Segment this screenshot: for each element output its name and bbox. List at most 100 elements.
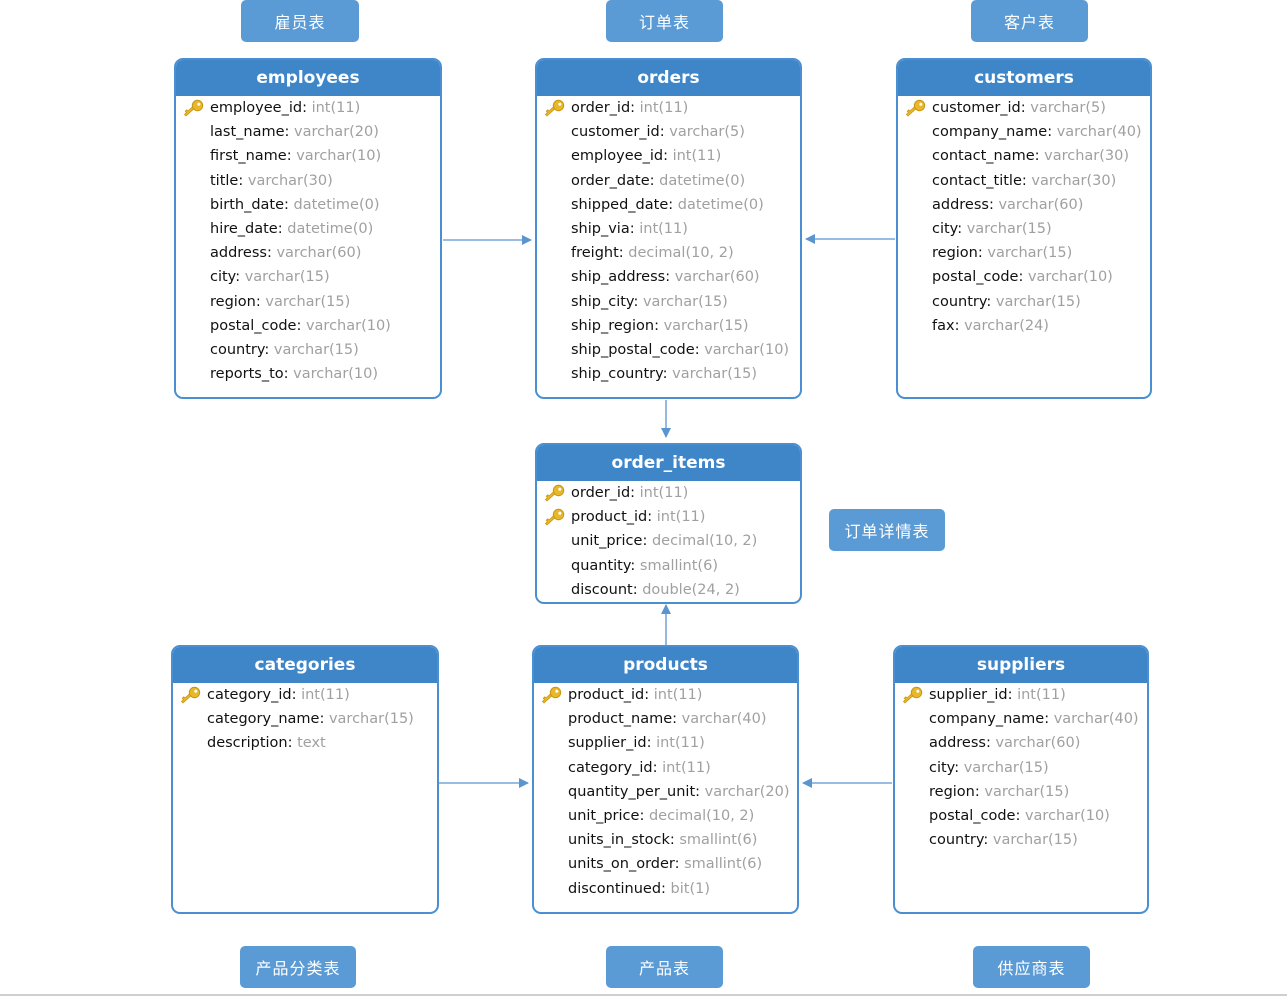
field-name: units_on_order bbox=[568, 856, 675, 873]
field-separator: : bbox=[1007, 687, 1018, 703]
table-customers: customers customer_id: varchar(5)company… bbox=[896, 58, 1152, 399]
field-separator: : bbox=[287, 735, 298, 752]
field-type: int(11) bbox=[639, 220, 688, 237]
field-row: fax: varchar(24) bbox=[898, 314, 1150, 338]
field-name: city bbox=[929, 759, 955, 776]
field-name: order_id bbox=[571, 100, 631, 116]
field-separator: : bbox=[647, 509, 657, 526]
field-type: varchar(24) bbox=[964, 317, 1049, 334]
field-name: city bbox=[932, 220, 958, 237]
field-row: supplier_id: int(11) bbox=[534, 731, 797, 755]
field-row: category_id: int(11) bbox=[534, 756, 797, 780]
field-separator: : bbox=[954, 317, 965, 334]
field-separator: : bbox=[669, 832, 680, 849]
field-name: postal_code bbox=[929, 807, 1016, 824]
field-type: int(11) bbox=[311, 100, 361, 116]
field-type: int(11) bbox=[639, 485, 689, 501]
field-separator: : bbox=[291, 687, 302, 703]
field-list: category_id: int(11)category_name: varch… bbox=[173, 683, 437, 756]
field-type: varchar(10) bbox=[1027, 269, 1113, 286]
field-type: text bbox=[297, 735, 326, 752]
field-name: country bbox=[210, 341, 265, 358]
field-list: order_id: int(11)product_id: int(11)unit… bbox=[537, 481, 800, 602]
field-name: country bbox=[929, 832, 984, 849]
field-type: bit(1) bbox=[670, 880, 711, 897]
field-row: company_name: varchar(40) bbox=[898, 120, 1150, 144]
field-separator: : bbox=[1015, 807, 1025, 824]
field-separator: : bbox=[639, 807, 649, 824]
field-name: title bbox=[210, 172, 239, 189]
field-name: order_id bbox=[571, 485, 631, 501]
field-name: address bbox=[929, 735, 986, 752]
primary-key-icon bbox=[183, 99, 204, 117]
field-name: postal_code bbox=[210, 317, 297, 334]
field-name: last_name bbox=[210, 124, 285, 141]
field-separator: : bbox=[618, 245, 629, 262]
field-list: customer_id: varchar(5)company_name: var… bbox=[898, 96, 1150, 338]
field-row: quantity_per_unit: varchar(20) bbox=[534, 780, 797, 804]
field-row: region: varchar(15) bbox=[898, 241, 1150, 265]
table-header: categories bbox=[173, 647, 437, 683]
field-row: ship_region: varchar(15) bbox=[537, 314, 800, 338]
field-name: unit_price bbox=[568, 807, 640, 824]
field-type: int(11) bbox=[656, 509, 706, 526]
field-row: address: varchar(60) bbox=[898, 193, 1150, 217]
field-separator: : bbox=[652, 759, 663, 776]
field-row: category_name: varchar(15) bbox=[173, 707, 437, 731]
field-separator: : bbox=[661, 880, 671, 897]
field-type: int(11) bbox=[672, 148, 722, 165]
field-row: company_name: varchar(40) bbox=[895, 707, 1147, 731]
field-row: ship_via: int(11) bbox=[537, 217, 800, 241]
field-type: varchar(60) bbox=[276, 245, 362, 262]
field-type: varchar(5) bbox=[669, 124, 745, 141]
field-row: employee_id: int(11) bbox=[537, 144, 800, 168]
field-name: region bbox=[932, 245, 978, 262]
field-row: birth_date: datetime(0) bbox=[176, 193, 440, 217]
field-name: customer_id bbox=[932, 100, 1021, 116]
field-row: product_id: int(11) bbox=[537, 505, 800, 529]
field-name: ship_region bbox=[571, 317, 655, 334]
field-type: int(11) bbox=[653, 687, 703, 703]
field-name: ship_address bbox=[571, 269, 666, 286]
field-row: city: varchar(15) bbox=[898, 217, 1150, 241]
field-row: country: varchar(15) bbox=[895, 828, 1147, 852]
field-row: discontinued: bit(1) bbox=[534, 877, 797, 901]
field-separator: : bbox=[629, 220, 640, 237]
field-separator: : bbox=[630, 100, 640, 116]
field-separator: : bbox=[986, 293, 996, 310]
field-type: varchar(10) bbox=[293, 366, 379, 383]
field-row: quantity: smallint(6) bbox=[537, 554, 800, 578]
field-row: units_in_stock: smallint(6) bbox=[534, 828, 797, 852]
field-separator: : bbox=[695, 783, 705, 800]
field-name: category_name bbox=[207, 711, 320, 728]
field-name: customer_id bbox=[571, 124, 660, 141]
field-name: birth_date bbox=[210, 196, 285, 213]
field-name: description bbox=[207, 735, 288, 752]
field-row: employee_id: int(11) bbox=[176, 96, 440, 120]
field-row: contact_name: varchar(30) bbox=[898, 144, 1150, 168]
field-separator: : bbox=[302, 100, 312, 116]
table-order-items: order_items order_id: int(11)product_id:… bbox=[535, 443, 802, 604]
field-row: description: text bbox=[173, 731, 437, 755]
field-type: varchar(15) bbox=[663, 317, 749, 334]
field-name: first_name bbox=[210, 148, 287, 165]
field-type: varchar(20) bbox=[704, 783, 790, 800]
label-categories-cn: 产品分类表 bbox=[240, 946, 356, 988]
field-separator: : bbox=[319, 711, 329, 728]
field-name: company_name bbox=[929, 711, 1045, 728]
field-type: varchar(40) bbox=[1053, 711, 1139, 728]
field-type: varchar(15) bbox=[995, 293, 1081, 310]
field-row: ship_country: varchar(15) bbox=[537, 362, 800, 386]
field-separator: : bbox=[1047, 124, 1057, 141]
field-separator: : bbox=[1021, 172, 1032, 189]
field-row: address: varchar(60) bbox=[176, 241, 440, 265]
table-header: suppliers bbox=[895, 647, 1147, 683]
field-row: category_id: int(11) bbox=[173, 683, 437, 707]
field-name: postal_code bbox=[932, 269, 1019, 286]
field-row: customer_id: varchar(5) bbox=[537, 120, 800, 144]
field-separator: : bbox=[957, 220, 967, 237]
field-type: varchar(10) bbox=[305, 317, 391, 334]
field-name: discontinued bbox=[568, 880, 662, 897]
field-row: postal_code: varchar(10) bbox=[176, 314, 440, 338]
